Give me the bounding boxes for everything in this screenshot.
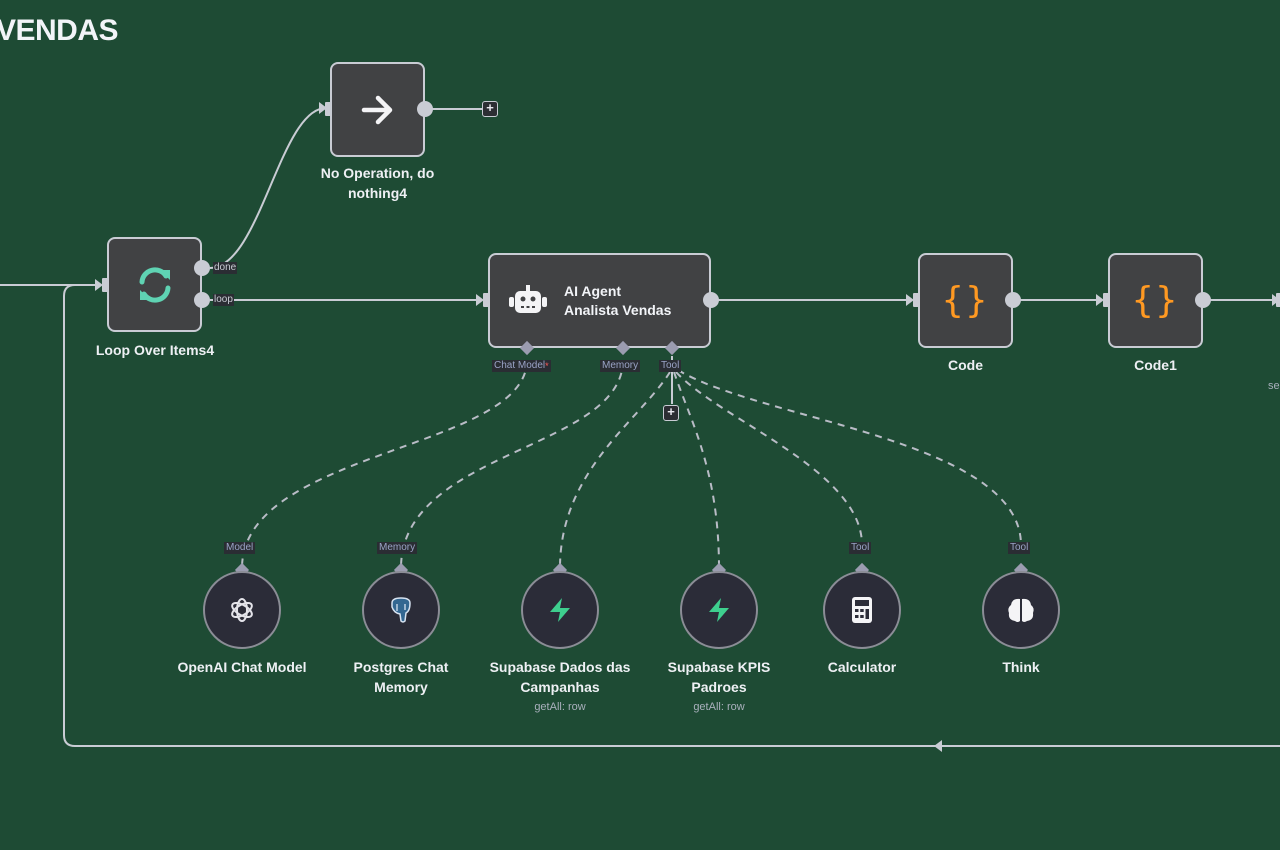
think-label: Think [1002,659,1040,675]
agent-tool-label: Tool [659,360,682,372]
connection-loop-return [63,284,1280,747]
supabase-bolt-icon [709,598,729,622]
code-output-port[interactable] [1005,292,1021,308]
node-openai-chat-model[interactable] [203,571,281,649]
node-supabase-kpis-padroes[interactable] [680,571,758,649]
supabase-kpis-subtitle: getAll: row [693,701,745,713]
code-input-port[interactable] [913,293,920,307]
node-no-operation[interactable] [330,62,425,157]
code1-label: Code1 [1134,357,1177,373]
agent-memory-label: Memory [600,360,641,372]
agent-input-port[interactable] [483,293,490,307]
ai-connection-tool-calculator [675,371,863,546]
loop-loop-output-port[interactable] [194,292,210,308]
agent-output-port[interactable] [703,292,719,308]
braces-icon: {} [1131,280,1180,321]
openai-icon [231,598,253,622]
calculator-tool-port-label: Tool [849,542,872,554]
robot-icon [509,284,547,313]
add-node-after-noop-button[interactable]: + [482,101,498,117]
postgres-memory-port-label: Memory [377,542,418,554]
node-supabase-dados-campanhas[interactable] [521,571,599,649]
braces-icon: {} [941,280,990,321]
connection-done-to-noop [209,107,327,269]
code1-input-port[interactable] [1103,293,1110,307]
postgres-label: Postgres Chat Memory [353,659,449,695]
brain-icon [1008,598,1034,622]
node-think[interactable] [982,571,1060,649]
agent-title: AI Agent Analista Vendas [564,283,672,318]
loop-loop-label: loop [213,294,234,306]
workflow-title: VENDAS [0,14,119,47]
openai-model-port-label: Model [224,542,256,554]
loop-done-output-port[interactable] [194,260,210,276]
noop-label: No Operation, do nothing4 [320,165,435,201]
ai-connection-tool-think [677,369,1022,546]
next-node-input-port[interactable] [1276,293,1280,307]
openai-label: OpenAI Chat Model [177,659,307,675]
required-indicator: * [545,361,549,371]
node-loop-over-items[interactable] [107,237,202,332]
ai-connection-tool-supabase1 [559,371,671,569]
node-ai-agent[interactable] [488,253,711,348]
calculator-icon [852,597,872,623]
postgres-elephant-icon [391,597,411,623]
node-calculator[interactable] [823,571,901,649]
ai-connection-tool-supabase2 [673,371,720,569]
calculator-label: Calculator [827,659,897,675]
noop-output-port[interactable] [417,101,433,117]
ai-connection-memory [400,359,624,569]
ai-connection-model [241,359,528,569]
refresh-icon [139,266,170,303]
agent-chat-model-label: Chat Model* [492,360,551,372]
loop-label: Loop Over Items4 [95,342,215,358]
node-code[interactable]: {} [918,253,1013,348]
supabase-campanhas-label: Supabase Dados das Campanhas [489,659,631,695]
node-code1[interactable]: {} [1108,253,1203,348]
arrow-right-icon [361,95,392,124]
noop-input-port[interactable] [325,102,332,116]
node-postgres-chat-memory[interactable] [362,571,440,649]
supabase-campanhas-subtitle: getAll: row [534,701,586,713]
code1-output-port[interactable] [1195,292,1211,308]
supabase-kpis-label: Supabase KPIS Padroes [667,659,771,695]
supabase-bolt-icon [550,598,570,622]
loop-input-port[interactable] [102,278,109,292]
offscreen-node-subtitle: se [1268,380,1280,392]
add-tool-button[interactable]: + [663,405,679,421]
think-tool-port-label: Tool [1008,542,1031,554]
loop-done-label: done [213,262,238,274]
code-label: Code [948,357,983,373]
